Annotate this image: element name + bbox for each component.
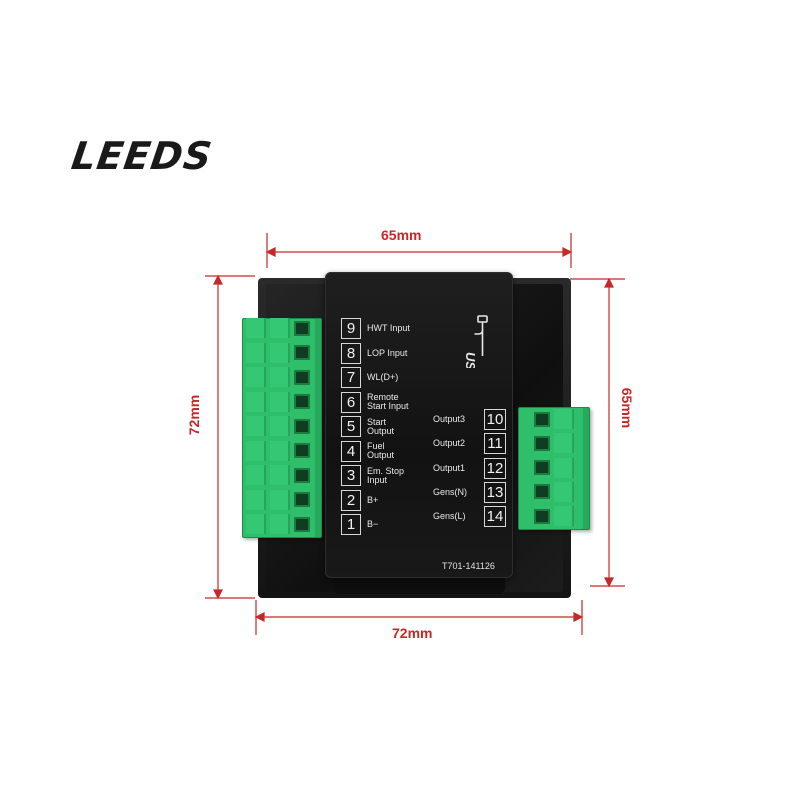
terminal-screw [246,513,310,535]
terminal-label: HWT Input [367,323,410,333]
terminal-label: Output1 [433,462,466,473]
terminal-screw [246,391,310,413]
terminal-number: 13 [484,481,506,503]
terminal-number: 11 [484,433,506,455]
terminal-pin-6: 6 Remote Start Input [341,391,427,413]
serial-number: T701-141126 [442,561,495,571]
terminal-number: 2 [341,489,361,511]
terminal-label: Gens(N) [433,486,468,497]
dim-top-arrow-right [562,247,573,257]
terminal-label: Output2 [433,438,466,449]
terminal-screw [246,342,310,364]
terminal-pin-12: Output1 12 [433,457,506,479]
terminal-pin-8: 8 LOP Input [341,342,427,364]
dim-top-arrow-left [265,247,276,257]
dim-left-arrow-bottom [213,589,223,600]
terminal-screw [246,317,310,339]
terminal-pin-7: 7 WL(D+) [341,367,427,388]
terminal-screw [246,366,310,388]
terminal-pin-1: 1 B− [341,514,427,535]
module-base [333,576,505,594]
terminal-pin-5: 5 Start Output [341,416,427,437]
terminal-label: Start Output [367,416,395,436]
terminal-number: 5 [341,416,361,437]
terminal-number: 9 [341,318,361,339]
terminal-pin-9: 9 HWT Input [341,318,427,339]
usb-icon: USB [464,315,488,368]
terminal-pin-3: 3 Em. Stop Input [341,465,427,486]
terminal-screw [534,432,578,454]
terminal-screw [534,408,578,430]
dim-left-arrow-top [213,274,223,285]
dim-label-right: 65mm [619,387,636,429]
dim-label-left: 72mm [186,394,203,436]
terminal-label: WL(D+) [367,372,399,382]
dim-right-arrow-top [604,277,614,288]
dim-right-arrow-bottom [604,577,614,588]
terminal-number: 4 [341,440,361,462]
terminal-number: 10 [484,409,506,430]
terminal-number: 1 [341,514,361,535]
terminal-label: LOP Input [367,347,408,358]
terminal-number: 3 [341,465,361,486]
usb-label: USB [464,352,478,368]
terminal-label: Fuel Output [367,441,395,460]
dim-label-bottom: 72mm [392,625,433,641]
terminal-screw [246,464,310,486]
dim-label-top: 65mm [381,227,422,243]
terminal-screw [534,457,578,479]
terminal-screw [534,505,578,527]
terminal-screw [246,489,310,511]
terminal-label: Remote Start Input [367,392,409,411]
terminal-label: Em. Stop Input [367,465,405,485]
terminal-label: Gens(L) [433,511,466,522]
terminal-pin-14: Gens(L) 14 [433,506,506,528]
terminal-pin-2: 2 B+ [341,489,427,511]
terminal-screw [246,415,310,437]
dim-bottom-arrow-right [573,612,584,622]
terminal-number: 7 [341,367,361,388]
terminal-screw [534,481,578,503]
terminal-pin-4: 4 Fuel Output [341,440,427,462]
dim-bottom-arrow-left [254,612,265,622]
rear-module [325,272,513,578]
terminal-pin-13: Gens(N) 13 [433,481,506,503]
terminal-pin-11: Output2 11 [433,433,506,455]
terminal-screw [246,440,310,462]
terminal-number: 12 [484,457,506,479]
terminal-number: 6 [341,391,361,413]
terminal-number: 8 [341,342,361,364]
terminal-label: B+ [367,494,379,505]
terminal-pin-10: Output3 10 [433,409,506,430]
terminal-label: B− [367,519,379,529]
terminal-number: 14 [484,506,506,528]
terminal-label: Output3 [433,414,466,424]
